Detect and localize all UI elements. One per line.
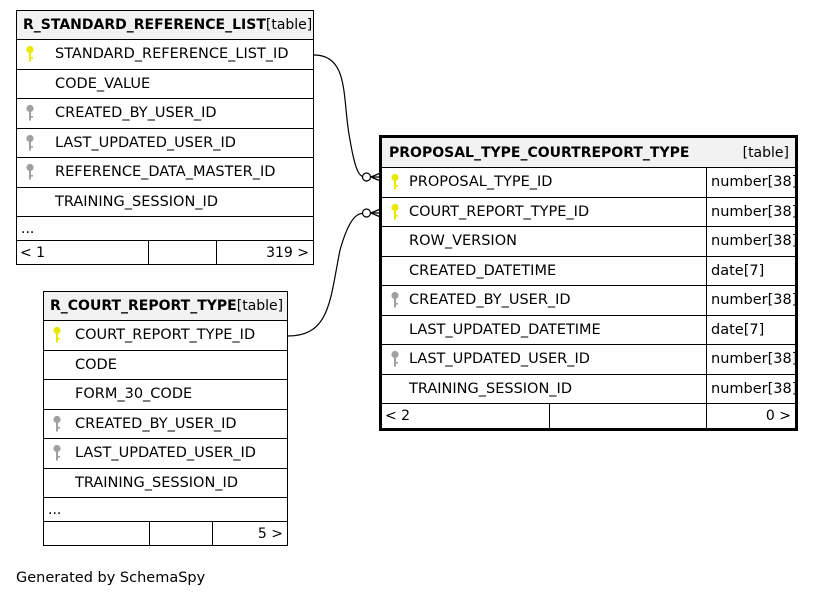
table-name: R_COURT_REPORT_TYPE	[50, 298, 237, 314]
relationship-court-report-to-proposal	[287, 212, 383, 337]
column-row[interactable]: LAST_UPDATED_USER_ID	[44, 439, 287, 469]
table-name: PROPOSAL_TYPE_COURTREPORT_TYPE	[389, 144, 690, 161]
column-name: LAST_UPDATED_DATETIME	[409, 321, 601, 338]
footer-spacer	[149, 241, 217, 264]
column-type: number[38]	[706, 374, 797, 403]
column-name: LAST_UPDATED_USER_ID	[75, 445, 256, 462]
column-row[interactable]: CREATED_DATETIME date[7]	[382, 256, 795, 286]
table-header[interactable]: R_COURT_REPORT_TYPE [table]	[44, 292, 287, 321]
column-type: date[7]	[706, 315, 795, 344]
column-row[interactable]: PROPOSAL_TYPE_ID number[38]	[382, 168, 797, 198]
column-type: number[38]	[706, 197, 797, 226]
column-name: CREATED_BY_USER_ID	[75, 415, 237, 432]
column-row[interactable]: FORM_30_CODE	[44, 380, 287, 410]
more-columns-ellipsis: ...	[44, 498, 287, 522]
footer-spacer	[150, 522, 213, 545]
column-name: LAST_UPDATED_USER_ID	[409, 351, 590, 368]
column-row[interactable]: COURT_REPORT_TYPE_ID	[44, 321, 287, 351]
column-name: TRAINING_SESSION_ID	[409, 380, 572, 397]
column-row[interactable]: TRAINING_SESSION_ID	[17, 188, 313, 217]
column-name: CREATED_DATETIME	[409, 262, 557, 279]
column-name: ROW_VERSION	[409, 233, 517, 250]
table-header[interactable]: R_STANDARD_REFERENCE_LIST [table]	[17, 11, 313, 40]
primary-key-icon	[390, 203, 400, 221]
parents-count[interactable]: < 1	[17, 241, 149, 264]
table-footer: 5 >	[44, 522, 287, 545]
table-kind: [table]	[236, 298, 284, 314]
table-r-court-report-type[interactable]: R_COURT_REPORT_TYPE [table] COURT_REPORT…	[43, 291, 288, 546]
column-row[interactable]: CREATED_BY_USER_ID	[17, 99, 313, 129]
relationship-court-report-optional-marker	[361, 208, 372, 218]
column-row[interactable]: CREATED_BY_USER_ID	[44, 410, 287, 439]
column-type: number[38]	[706, 286, 797, 315]
parents-count[interactable]: < 2	[382, 404, 550, 428]
column-row[interactable]: ROW_VERSION number[38]	[382, 227, 797, 257]
column-row[interactable]: COURT_REPORT_TYPE_ID number[38]	[382, 197, 797, 227]
children-count[interactable]: 5 >	[257, 525, 283, 542]
column-name: TRAINING_SESSION_ID	[75, 474, 238, 491]
table-r-standard-reference-list[interactable]: R_STANDARD_REFERENCE_LIST [table] STANDA…	[16, 10, 314, 265]
children-count[interactable]: 319 >	[266, 244, 309, 261]
children-count[interactable]: 0 >	[765, 408, 791, 424]
column-type: number[38]	[706, 345, 797, 374]
relationship-std-ref-to-proposal	[313, 54, 383, 178]
foreign-key-icon	[25, 163, 35, 181]
foreign-key-icon	[390, 350, 400, 368]
primary-key-icon	[390, 173, 400, 191]
column-row[interactable]: LAST_UPDATED_USER_ID number[38]	[382, 345, 797, 375]
table-footer: < 2 0 >	[382, 404, 795, 428]
primary-key-icon	[52, 326, 62, 344]
column-name: TRAINING_SESSION_ID	[55, 193, 218, 210]
column-name: CREATED_BY_USER_ID	[55, 105, 217, 122]
relationship-std-ref-optional-marker	[361, 172, 372, 182]
column-name: COURT_REPORT_TYPE_ID	[409, 203, 590, 220]
column-name: CODE_VALUE	[55, 75, 151, 92]
primary-key-icon	[25, 45, 35, 63]
column-row[interactable]: LAST_UPDATED_DATETIME date[7]	[382, 315, 795, 345]
column-name: PROPOSAL_TYPE_ID	[409, 174, 553, 191]
column-row[interactable]: TRAINING_SESSION_ID	[44, 469, 287, 498]
more-columns-ellipsis: ...	[17, 217, 313, 241]
column-row[interactable]: CODE	[44, 351, 287, 380]
table-kind: [table]	[742, 144, 789, 161]
foreign-key-icon	[25, 104, 35, 122]
column-name: FORM_30_CODE	[75, 386, 193, 403]
parents-count[interactable]	[44, 522, 150, 545]
table-header[interactable]: PROPOSAL_TYPE_COURTREPORT_TYPE [table]	[382, 138, 795, 168]
foreign-key-icon	[52, 444, 62, 462]
table-kind: [table]	[265, 17, 313, 33]
column-row[interactable]: CREATED_BY_USER_ID number[38]	[382, 286, 797, 316]
column-type: number[38]	[706, 168, 797, 197]
column-type: number[38]	[706, 227, 797, 256]
column-row[interactable]: LAST_UPDATED_USER_ID	[17, 129, 313, 158]
column-name: CODE	[75, 356, 117, 373]
generated-by-caption: Generated by SchemaSpy	[16, 570, 206, 586]
foreign-key-icon	[52, 415, 62, 433]
table-footer: < 1 319 >	[17, 241, 313, 264]
column-name: LAST_UPDATED_USER_ID	[55, 134, 236, 151]
column-name: REFERENCE_DATA_MASTER_ID	[55, 164, 276, 181]
column-name: STANDARD_REFERENCE_LIST_ID	[55, 46, 289, 63]
column-row[interactable]: STANDARD_REFERENCE_LIST_ID	[17, 40, 313, 70]
footer-spacer	[550, 404, 707, 428]
column-row[interactable]: CODE_VALUE	[17, 70, 313, 99]
table-proposal-type-courtreport-type[interactable]: PROPOSAL_TYPE_COURTREPORT_TYPE [table] P…	[379, 135, 798, 431]
foreign-key-icon	[390, 291, 400, 309]
column-type: date[7]	[706, 256, 795, 285]
table-name: R_STANDARD_REFERENCE_LIST	[23, 17, 266, 33]
column-name: CREATED_BY_USER_ID	[409, 292, 571, 309]
column-row[interactable]: REFERENCE_DATA_MASTER_ID	[17, 158, 313, 188]
column-row[interactable]: TRAINING_SESSION_ID number[38]	[382, 374, 797, 404]
foreign-key-icon	[25, 134, 35, 152]
column-name: COURT_REPORT_TYPE_ID	[75, 327, 256, 344]
